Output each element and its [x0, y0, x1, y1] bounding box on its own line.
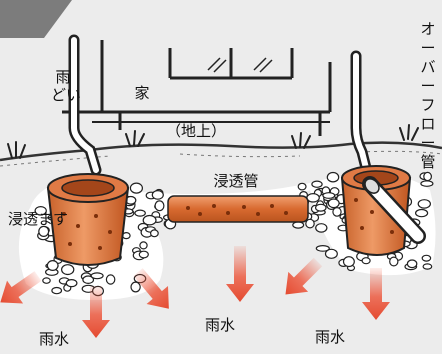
ground-surface	[0, 141, 442, 162]
gravel-stone-icon	[60, 264, 75, 276]
overflow-pipe	[362, 176, 426, 244]
downward-arrow-icon	[285, 257, 323, 295]
gravel-stone-icon	[46, 260, 59, 272]
gravel-stone-icon	[130, 281, 141, 293]
corner-tab-icon	[0, 0, 72, 38]
gravel-stone-icon	[38, 225, 50, 237]
gravel-stone-icon	[406, 259, 418, 269]
gravel-stone-icon	[82, 275, 95, 285]
downward-arrow-icon	[133, 268, 169, 309]
gravel-stone-icon	[315, 244, 330, 252]
gravel-stone-icon	[421, 254, 432, 262]
gravel-stone-icon	[415, 208, 429, 218]
rainwater-arrows	[0, 246, 390, 338]
overflow-pipe-char: ー	[420, 134, 435, 152]
gravel-stone-icon	[154, 200, 165, 212]
gravel-stone-icon	[65, 279, 78, 288]
grass-tuft-icon	[7, 124, 419, 159]
gravel-stone-icon	[292, 221, 305, 229]
gravel-stone-icon	[342, 256, 355, 268]
gravel-stone-icon	[311, 180, 323, 188]
overflow-pipe-char: ー	[420, 39, 435, 57]
gravel-stone-icon	[315, 223, 328, 233]
gravel-stone-icon	[149, 229, 159, 238]
gravel-stone-icon	[420, 180, 434, 187]
infiltration-pipe	[167, 195, 309, 223]
gravel-stone-icon	[151, 189, 164, 200]
overflow-pipe-char: ロ	[420, 115, 435, 133]
infiltration-pipe-label: 浸透管	[213, 172, 258, 190]
downward-arrow-icon	[226, 246, 254, 302]
gravel-stone-icon	[361, 257, 371, 265]
house-label: 家	[134, 84, 149, 102]
gravel-stone-icon	[139, 241, 148, 250]
gravel-stone-icon	[297, 182, 307, 191]
gravel-stone-icon	[138, 250, 149, 259]
gravel-stone-icon	[389, 256, 399, 267]
infiltration-basin-left	[46, 173, 130, 266]
overflow-pipe-char: ー	[420, 77, 435, 95]
overflow-pipe-char: オ	[420, 20, 435, 38]
gravel-stone-icon	[90, 272, 104, 280]
infiltration-basin-label: 浸透ます	[8, 210, 68, 228]
rain-gutter-label-2: どい	[51, 86, 81, 104]
gravel-stone-icon	[417, 199, 431, 209]
gravel-stone-icon	[306, 193, 320, 203]
gravel-stone-icon	[134, 209, 146, 217]
gravel-stone-icon	[51, 286, 63, 295]
gravel-stone-icon	[422, 263, 433, 270]
downward-arrow-icon	[362, 268, 390, 320]
rainwater-label-left: 雨水	[39, 330, 69, 348]
gravel-stone-icon	[305, 218, 315, 229]
overflow-pipe-char: バ	[420, 58, 435, 76]
gravel-stone-icon	[105, 274, 116, 285]
overflow-pipe-char: フ	[420, 96, 435, 114]
rain-gutter-label: 雨	[55, 68, 70, 86]
gravel-stone-icon	[322, 192, 336, 199]
gravel-stone-icon	[332, 206, 342, 217]
gravel-stone-icon	[326, 171, 340, 183]
gravel-stone-icon	[423, 171, 433, 182]
gravel-stone-icon	[314, 203, 327, 212]
rainwater-label-center: 雨水	[205, 316, 235, 334]
downward-arrow-icon	[0, 271, 42, 304]
gravel-stone-icon	[42, 277, 51, 284]
gravel-stone-icon	[142, 214, 157, 226]
rainwater-label-right: 雨水	[315, 328, 345, 346]
ground-label: （地上）	[166, 122, 226, 140]
gravel-stone-icon	[327, 198, 340, 209]
downward-arrow-icon	[82, 286, 110, 338]
overflow-pipe-char: 管	[420, 153, 435, 171]
gravel-stone-icon	[34, 206, 47, 216]
gravel-stone-icon	[129, 182, 143, 194]
gravel-stone-icon	[324, 248, 338, 259]
house-outline	[62, 40, 332, 136]
